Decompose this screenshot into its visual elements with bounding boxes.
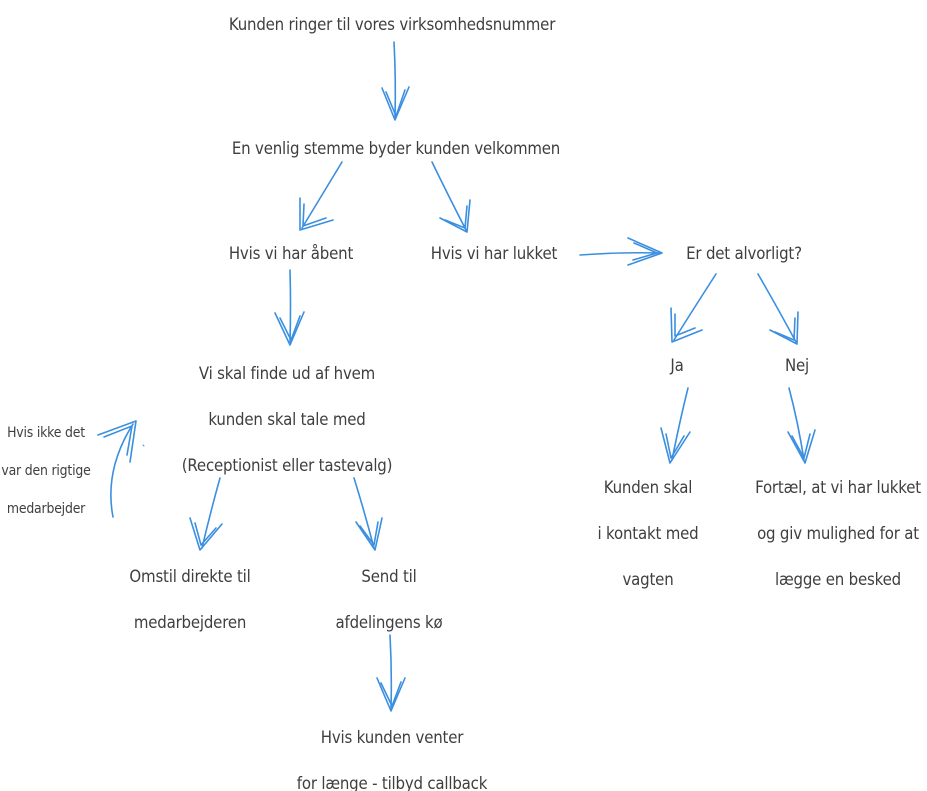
arrow-serious-to-yes: [670, 273, 717, 343]
node-text-line: Kunden ringer til vores virksomhedsnumme…: [228, 13, 556, 35]
node-text-line: Hvis vi har lukket: [430, 242, 558, 264]
pen-dot: [142, 444, 145, 447]
node-callback: Hvis kunden venter for længe - tilbyd ca…: [296, 714, 488, 791]
arrow-serious-to-no: [757, 273, 799, 345]
node-welcome: En venlig stemme byder kunden velkommen: [232, 125, 560, 171]
node-text-line: var den rigtige: [1, 461, 91, 479]
node-text-line: (Receptionist eller tastevalg): [181, 454, 393, 476]
node-direct-transfer: Omstil direkte til medarbejderen: [129, 553, 250, 645]
arrow-find-to-direct: [189, 477, 223, 551]
node-contact-guard: Kunden skal i kontakt med vagten: [598, 464, 699, 602]
node-wrong-employee: Hvis ikke det var den rigtige medarbejde…: [1, 413, 90, 527]
arrow-welcome-to-closed: [431, 161, 471, 233]
node-text-line: En venlig stemme byder kunden velkommen: [231, 137, 561, 159]
node-open: Hvis vi har åbent: [229, 230, 353, 276]
node-text-line: Omstil direkte til: [129, 565, 251, 587]
node-text-line: Hvis vi har åbent: [228, 242, 354, 264]
arrow-closed-to-serious: [579, 237, 663, 266]
node-text-line: og giv mulighed for at: [757, 522, 919, 544]
node-text-line: Fortæl, at vi har lukket: [755, 476, 921, 498]
arrow-open-to-find: [274, 269, 305, 346]
node-find-recipient: Vi skal finde ud af hvem kunden skal tal…: [182, 350, 393, 488]
node-leave-message: Fortæl, at vi har lukket og giv mulighed…: [755, 464, 921, 602]
node-send-to-queue: Send til afdelingens kø: [336, 553, 443, 645]
arrow-queue-to-callback: [376, 634, 406, 712]
node-text-line: vagten: [622, 568, 674, 590]
node-text-line: lægge en besked: [775, 568, 901, 590]
node-text-line: Hvis ikke det: [7, 423, 85, 441]
node-text-line: i kontakt med: [597, 522, 699, 544]
arrow-no-to-message: [787, 387, 816, 464]
node-text-line: afdelingens kø: [335, 611, 443, 633]
arrow-find-to-queue: [353, 477, 383, 551]
node-text-line: for længe - tilbyd callback: [296, 772, 488, 791]
node-text-line: medarbejderen: [133, 611, 247, 633]
node-is-serious: Er det alvorligt?: [686, 230, 802, 276]
node-text-line: Ja: [670, 354, 684, 376]
node-text-line: Er det alvorligt?: [686, 242, 802, 264]
arrow-wrong-back-to-find: [97, 420, 137, 518]
node-text-line: medarbejder: [6, 499, 86, 517]
node-no: Nej: [785, 342, 809, 388]
node-text-line: Nej: [784, 354, 810, 376]
arrow-welcome-to-open: [299, 161, 343, 231]
node-text-line: Send til: [361, 565, 417, 587]
node-start-call: Kunden ringer til vores virksomhedsnumme…: [228, 1, 556, 47]
arrow-yes-to-guard: [660, 387, 691, 464]
node-text-line: kunden skal tale med: [208, 408, 366, 430]
arrow-start-to-welcome: [381, 41, 410, 121]
node-text-line: Kunden skal: [603, 476, 693, 498]
node-yes: Ja: [670, 342, 683, 388]
node-text-line: Vi skal finde ud af hvem: [198, 362, 376, 384]
node-closed: Hvis vi har lukket: [430, 230, 558, 276]
node-text-line: Hvis kunden venter: [320, 726, 464, 748]
